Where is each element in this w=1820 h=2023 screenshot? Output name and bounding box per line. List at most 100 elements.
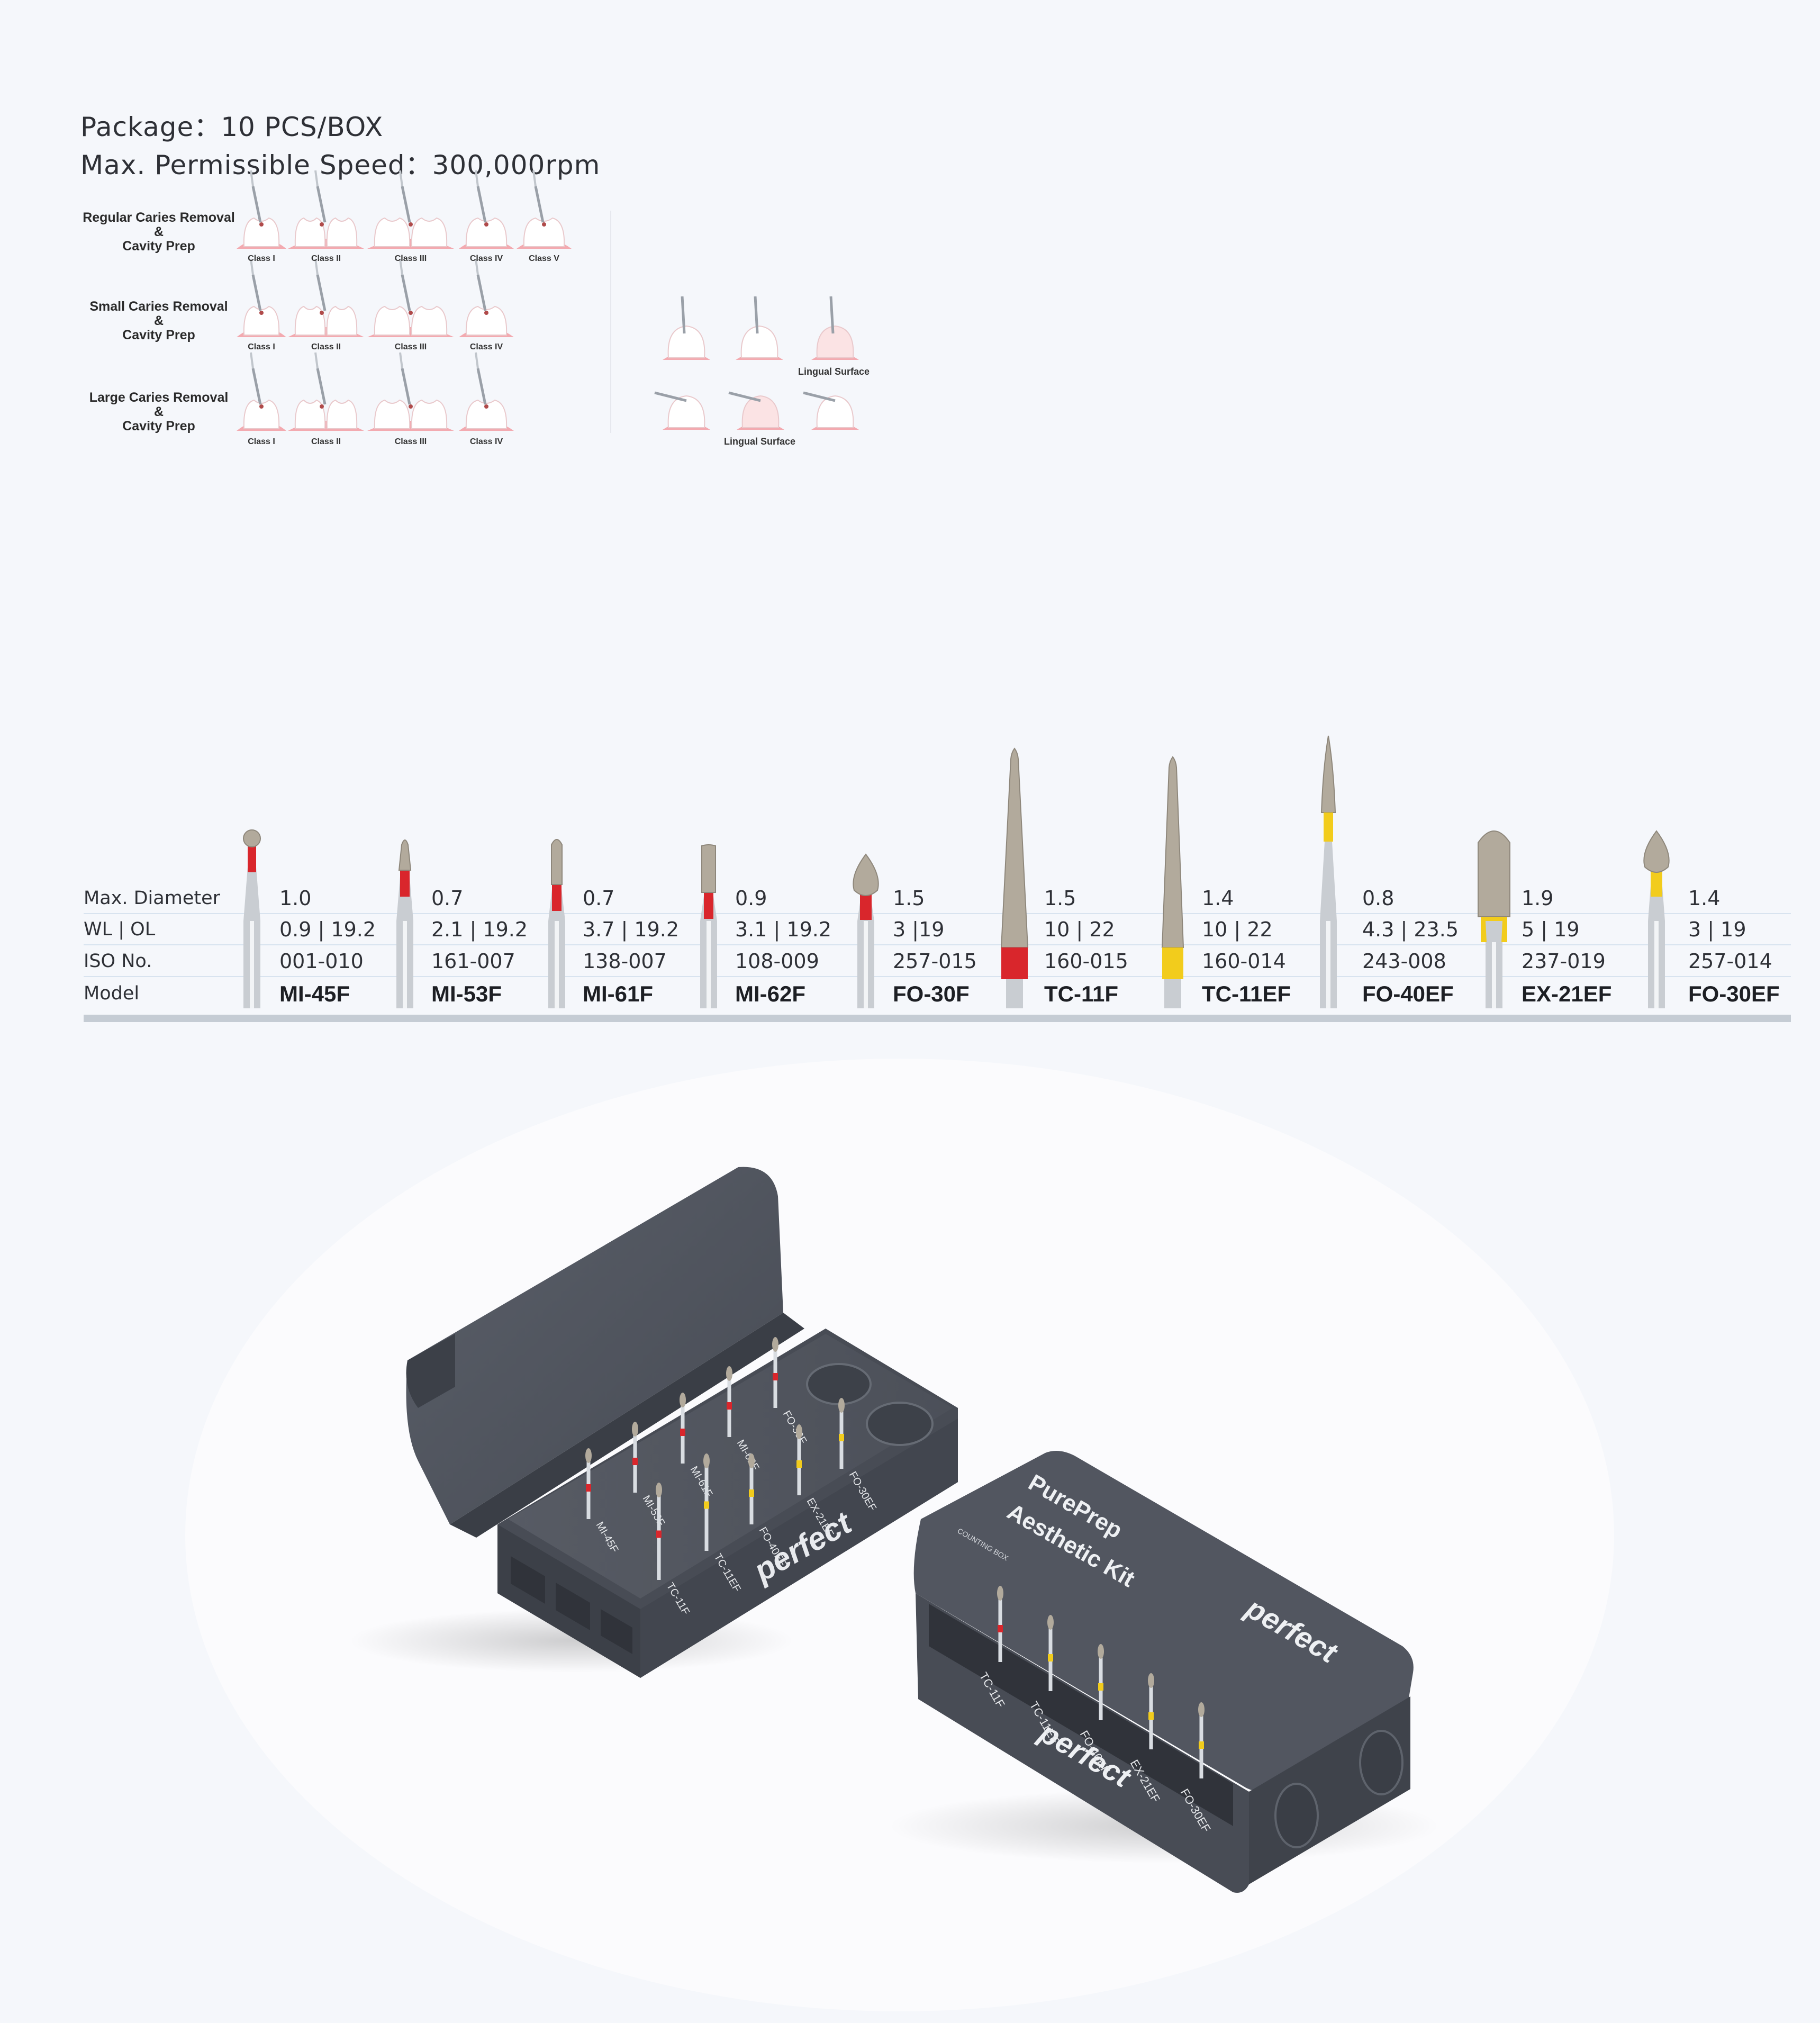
caries-spot: [484, 404, 488, 409]
class-label: Class IV: [469, 342, 503, 351]
bur-shank: [532, 170, 537, 187]
bur-shank: [250, 258, 254, 275]
caries-spot: [320, 222, 324, 227]
max-diameter-cell: 0.9: [735, 887, 767, 910]
row-label-wl-ol: WL | OL: [84, 919, 156, 940]
iso-cell: 257-015: [893, 950, 977, 973]
bur-head: [243, 829, 261, 847]
model-cell: TC-11EF: [1202, 981, 1291, 1006]
lingual-surface-label: Lingual Surface: [724, 436, 796, 447]
bur-tool: [251, 186, 262, 223]
model-cell: FO-30F: [893, 981, 970, 1006]
wl-ol-cell: 5 | 19: [1522, 918, 1580, 941]
tooth-illustration: [459, 258, 514, 337]
wl-ol-cell: 3 |19: [893, 918, 945, 941]
bur-shank-lower: [1006, 979, 1023, 1008]
tooth-crown: [243, 399, 280, 429]
wl-ol-cell: 3.7 | 19.2: [583, 918, 680, 941]
bur-neck: [1320, 842, 1337, 921]
bur-tool: [401, 368, 411, 405]
bur-tool: [316, 186, 327, 223]
tooth-crown: [243, 217, 280, 247]
tooth-crown: [465, 305, 508, 336]
caries-spot: [320, 311, 324, 315]
bur-shank: [399, 170, 403, 187]
bur-shank-highlight: [250, 921, 254, 1008]
iso-cell: 237-019: [1522, 950, 1606, 973]
tooth-illustration: [654, 391, 710, 430]
tooth-crown: [465, 217, 508, 247]
table-row-divider: [84, 944, 1791, 945]
boxed-bur-head: [838, 1398, 845, 1413]
boxed-bur-band: [1048, 1654, 1053, 1661]
bur-tool: [534, 186, 545, 223]
bur-head: [853, 853, 879, 896]
class-label: Class IV: [469, 437, 503, 446]
tooth-illustration: [288, 170, 364, 249]
model-cell: TC-11F: [1044, 981, 1119, 1006]
boxed-bur-band: [656, 1530, 662, 1538]
bur-shank: [399, 352, 403, 369]
tooth-illustration: [237, 258, 286, 337]
bur-shank-highlight: [707, 921, 711, 1008]
boxed-bur-band: [680, 1429, 685, 1436]
bur-head: [1478, 830, 1510, 917]
tooth-illustration: [367, 352, 454, 431]
max-diameter-cell: 1.4: [1202, 887, 1234, 910]
boxed-bur-band: [1199, 1741, 1204, 1749]
tooth-crown: [294, 217, 326, 247]
bur-tool: [476, 274, 487, 311]
boxed-bur-head: [632, 1422, 638, 1437]
tooth-illustration: [663, 296, 710, 360]
boxed-bur-band: [632, 1458, 638, 1465]
bur-tool: [316, 368, 327, 405]
class-label: Class II: [311, 342, 341, 351]
tooth-illustration: [459, 170, 514, 249]
tooth-crown: [294, 399, 326, 429]
tooth-crown: [294, 305, 326, 336]
bur-shank-lower: [1164, 979, 1181, 1008]
model-cell: MI-62F: [735, 981, 806, 1006]
bur-color-band: [400, 870, 410, 897]
bur-shank: [475, 258, 479, 275]
bur-tc-11f: [1000, 747, 1029, 1008]
iso-cell: 001-010: [279, 950, 364, 973]
max-diameter-cell: 0.7: [431, 887, 464, 910]
max-diameter-cell: 1.5: [893, 887, 925, 910]
bur-tool: [476, 186, 487, 223]
tooth-crown: [374, 399, 411, 429]
model-cell: MI-61F: [583, 981, 654, 1006]
tooth-illustration: [288, 352, 364, 431]
row-label-model: Model: [84, 983, 140, 1004]
bur-head: [1643, 830, 1670, 873]
model-cell: FO-40EF: [1362, 981, 1454, 1006]
class-label: Class III: [394, 437, 427, 446]
boxed-bur-head: [1047, 1615, 1054, 1630]
tooth-illustration: [803, 391, 859, 430]
bur-shank-highlight: [1326, 921, 1330, 1008]
bur-shank-highlight: [555, 921, 559, 1008]
tooth-crown: [411, 217, 448, 247]
bur-shank: [314, 352, 319, 369]
tooth-illustration: [736, 296, 783, 360]
bur-tool: [251, 368, 262, 405]
bur-mi-62f: [700, 844, 717, 1008]
closed-kit-box: PurePrep Aesthetic Kit COUNTING BOX perf…: [913, 1451, 1414, 1893]
tooth-crown: [374, 305, 411, 336]
bur-shank: [475, 170, 479, 187]
iso-cell: 108-009: [735, 950, 819, 973]
tooth-crown: [523, 217, 565, 247]
class-label: Class I: [248, 437, 275, 446]
bur-illustrations: [243, 735, 1670, 1008]
bur-shank-highlight: [1654, 921, 1659, 1008]
caries-spot: [320, 404, 324, 409]
caries-spot: [542, 222, 546, 227]
class-label: Class I: [248, 254, 275, 263]
tooth-crown: [816, 395, 854, 428]
bur-color-band: [248, 841, 256, 872]
tooth-illustration: [367, 258, 454, 337]
max-diameter-cell: 1.0: [279, 887, 312, 910]
table-base-bar: [84, 1015, 1791, 1022]
panel-divider: [610, 211, 611, 433]
